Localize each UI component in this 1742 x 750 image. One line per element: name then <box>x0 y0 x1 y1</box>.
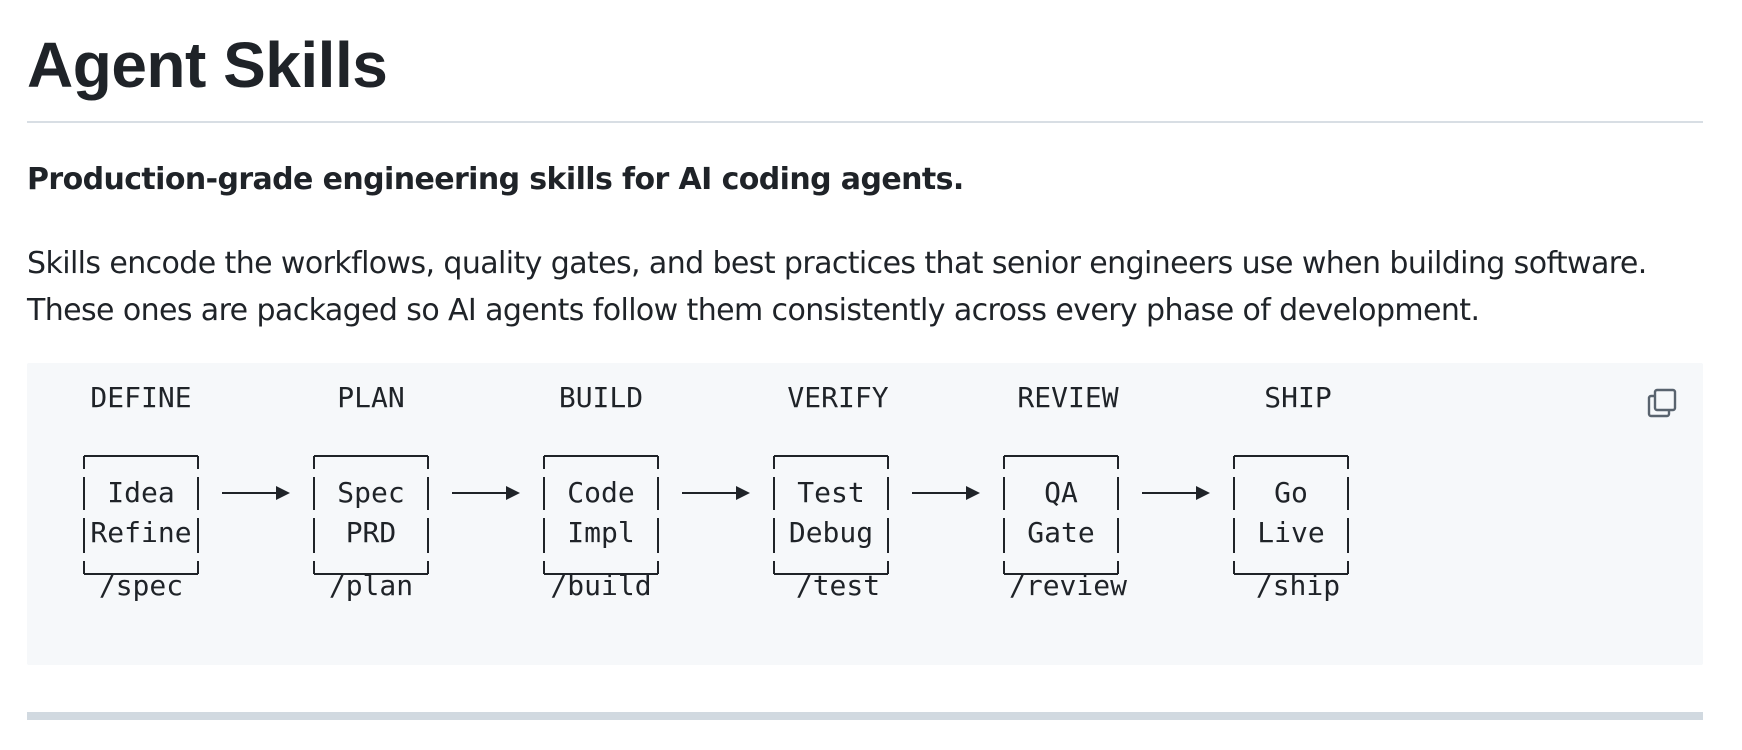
arrow-icon <box>1142 486 1210 500</box>
box-line: Idea <box>107 476 175 509</box>
box-line: Live <box>1257 516 1325 549</box>
phase-label: BUILD <box>558 381 644 414</box>
box-line: Refine <box>90 516 192 549</box>
phase-label: REVIEW <box>1017 381 1119 414</box>
phase-label: PLAN <box>337 381 405 414</box>
arrow-icon <box>222 486 290 500</box>
box-line: Go <box>1274 476 1308 509</box>
phase-label: DEFINE <box>90 381 192 414</box>
command-label: /review <box>1008 569 1127 602</box>
section-divider <box>27 712 1703 720</box>
command-label: /plan <box>328 569 414 602</box>
box-frame <box>1233 455 1349 575</box>
box-line: Impl <box>567 516 635 549</box>
box-frame <box>1003 455 1119 575</box>
phase-label: SHIP <box>1264 381 1332 414</box>
arrow-icon <box>682 486 750 500</box>
box-line: PRD <box>345 516 397 549</box>
arrow-icon <box>452 486 520 500</box>
box-line: Test <box>797 476 865 509</box>
phase-label: VERIFY <box>787 381 889 414</box>
command-label: /ship <box>1255 569 1341 602</box>
description: Skills encode the workflows, quality gat… <box>27 240 1707 334</box>
phase-box: QA Gate <box>1002 455 1120 575</box>
command-label: /spec <box>98 569 184 602</box>
box-frame <box>543 455 659 575</box>
box-frame <box>773 455 889 575</box>
box-frame <box>313 455 429 575</box>
box-line: Debug <box>788 516 874 549</box>
description-line: These ones are packaged so AI agents fol… <box>27 293 1480 328</box>
page-title: Agent Skills <box>27 29 388 101</box>
box-line: Spec <box>337 476 405 509</box>
command-label: /test <box>795 569 881 602</box>
box-line: Gate <box>1027 516 1095 549</box>
box-line: Code <box>567 476 635 509</box>
command-label: /build <box>550 569 652 602</box>
arrow-icon <box>912 486 980 500</box>
description-line: Skills encode the workflows, quality gat… <box>27 246 1647 281</box>
title-divider <box>27 121 1703 123</box>
tagline: Production-grade engineering skills for … <box>27 162 964 197</box>
box-frame <box>83 455 199 575</box>
copy-button[interactable] <box>1642 383 1682 423</box>
copy-icon <box>1647 388 1677 418</box>
box-text: QA Gate <box>1002 473 1120 553</box>
box-line: QA <box>1044 476 1078 509</box>
